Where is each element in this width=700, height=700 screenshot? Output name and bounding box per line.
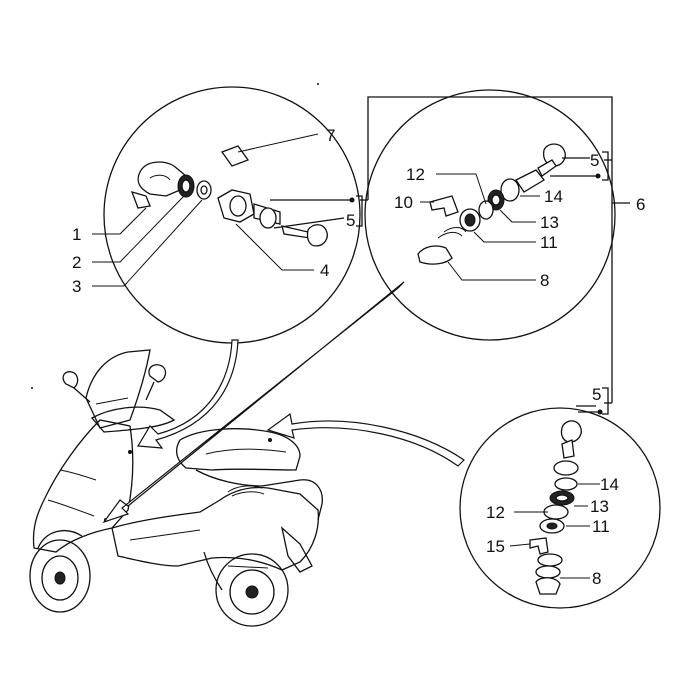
callout-13-seat: 13	[540, 213, 559, 232]
callout-5-main: 5	[346, 211, 355, 230]
callout-14-glovebox: 14	[600, 475, 619, 494]
callout-11-glovebox: 11	[592, 517, 610, 536]
inset-circle-glovebox-lock	[459, 407, 661, 609]
callout-5-seat: 5	[590, 151, 599, 170]
inset-glovebox-lock: 5 14 13 12 11 15 8	[486, 385, 619, 595]
inset-circle-seat-lock	[364, 89, 616, 341]
pointer-arrows	[102, 281, 465, 524]
inset-ignition-lock: 7 5 1 2 3 4	[72, 126, 363, 296]
callout-15-glovebox: 15	[486, 537, 505, 556]
callout-5-glovebox: 5	[592, 385, 601, 404]
callout-4: 4	[320, 261, 329, 280]
callout-7: 7	[326, 126, 335, 145]
callout-8-seat: 8	[540, 271, 549, 290]
callout-2: 2	[72, 253, 81, 272]
callout-12-glovebox: 12	[486, 503, 505, 522]
callout-1: 1	[72, 225, 81, 244]
group-bracket-6: 6	[360, 96, 645, 404]
callout-13-glovebox: 13	[590, 497, 609, 516]
callout-14-seat: 14	[544, 187, 563, 206]
callout-3: 3	[72, 277, 81, 296]
callout-10-seat: 10	[394, 193, 413, 212]
callout-6: 6	[636, 195, 645, 214]
callout-11-seat: 11	[540, 233, 558, 252]
callout-8-glovebox: 8	[592, 569, 601, 588]
inset-seat-lock: 5 12 10 14 13 11 8	[394, 143, 609, 290]
scooter-illustration	[29, 349, 323, 627]
callout-12-seat: 12	[406, 165, 425, 184]
